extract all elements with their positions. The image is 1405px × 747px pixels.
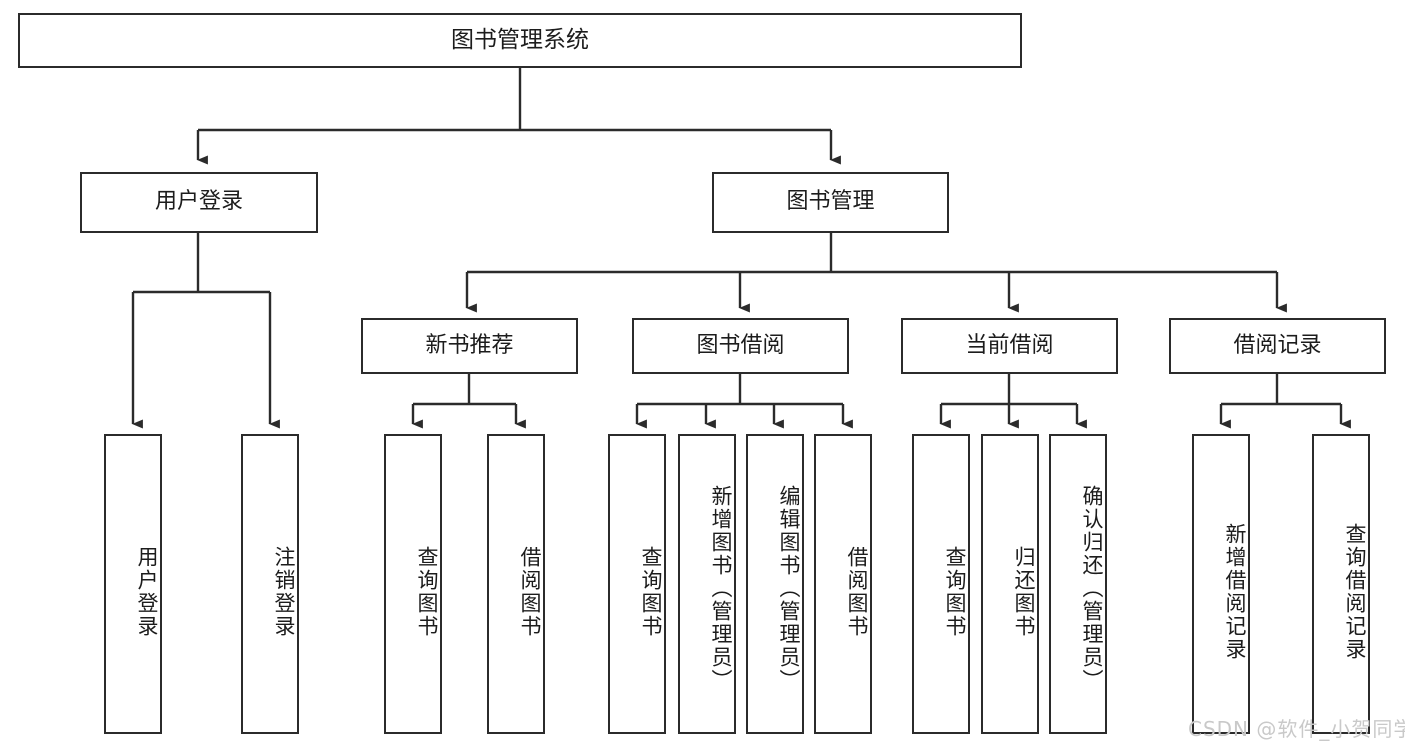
leaf-query-book-borrow[interactable]: 查询图书 [608,434,666,734]
leaf-add-borrow-record[interactable]: 新增借阅记录 [1192,434,1250,734]
node-borrow-record[interactable]: 借阅记录 [1169,318,1386,374]
leaf-borrow-book[interactable]: 借阅图书 [814,434,872,734]
leaf-user-login[interactable]: 用户登录 [104,434,162,734]
leaf-query-borrow-record[interactable]: 查询借阅记录 [1312,434,1370,734]
leaf-logout[interactable]: 注销登录 [241,434,299,734]
leaf-confirm-return-admin[interactable]: 确认归还（管理员） [1049,434,1107,734]
node-user-login[interactable]: 用户登录 [80,172,318,233]
leaf-query-book-recommend[interactable]: 查询图书 [384,434,442,734]
leaf-return-book[interactable]: 归还图书 [981,434,1039,734]
node-new-book-recommend[interactable]: 新书推荐 [361,318,578,374]
node-current-borrow[interactable]: 当前借阅 [901,318,1118,374]
node-book-borrow[interactable]: 图书借阅 [632,318,849,374]
leaf-add-book-admin[interactable]: 新增图书（管理员） [678,434,736,734]
node-root-system[interactable]: 图书管理系统 [18,13,1022,68]
node-book-management[interactable]: 图书管理 [712,172,949,233]
leaf-borrow-book-recommend[interactable]: 借阅图书 [487,434,545,734]
leaf-query-book-current[interactable]: 查询图书 [912,434,970,734]
leaf-edit-book-admin[interactable]: 编辑图书（管理员） [746,434,804,734]
